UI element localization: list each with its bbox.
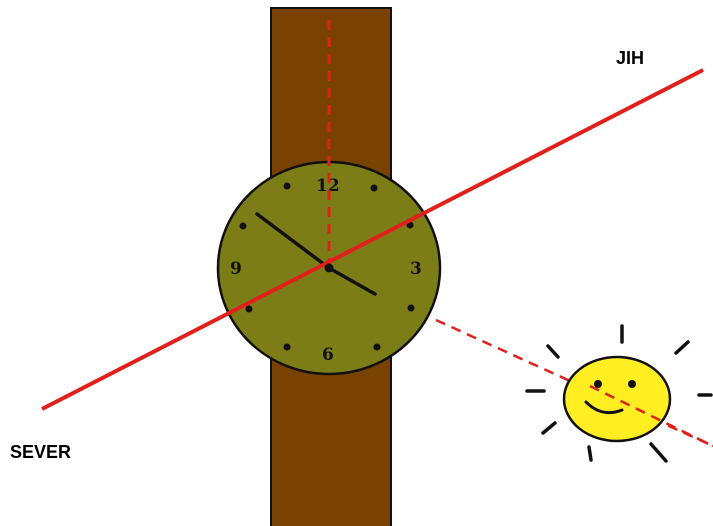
sun-left-eye <box>594 380 602 388</box>
sun-body <box>564 357 670 441</box>
numeral-9: 9 <box>230 259 242 279</box>
label-north: SEVER <box>10 442 71 462</box>
numeral-6: 6 <box>322 345 334 365</box>
label-south: JIH <box>616 48 644 68</box>
sun-right-eye <box>628 380 636 388</box>
sun-icon <box>564 357 670 441</box>
watch-center-pin <box>325 264 334 273</box>
numeral-3: 3 <box>410 259 422 279</box>
